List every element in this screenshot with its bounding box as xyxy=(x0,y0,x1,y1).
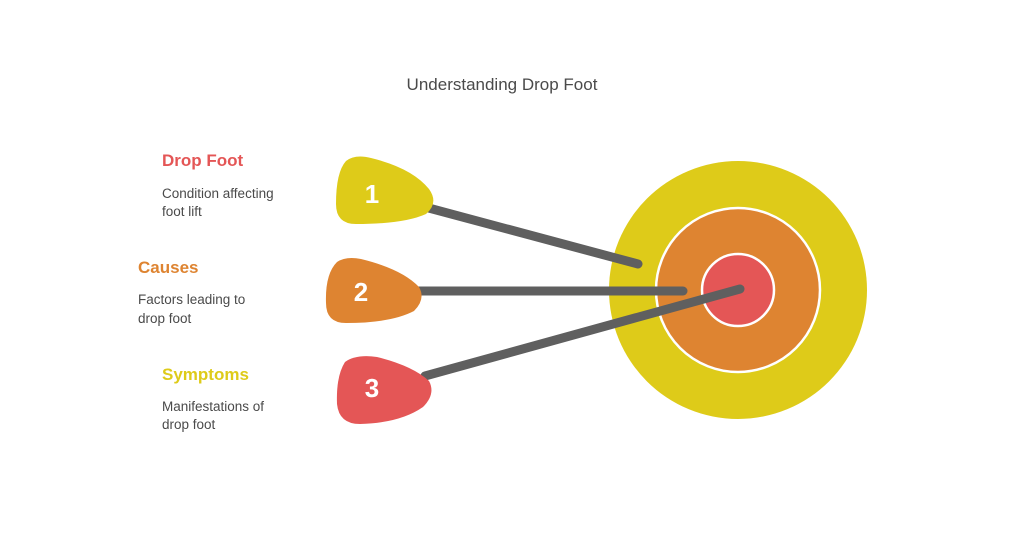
item-causes: Causes Factors leading to drop foot xyxy=(138,258,245,326)
item-1-description-line-1: Condition affecting xyxy=(162,186,274,201)
item-3-heading: Symptoms xyxy=(162,365,249,384)
marker-1-number: 1 xyxy=(365,179,379,209)
item-3-description-line-1: Manifestations of xyxy=(162,399,264,414)
marker-2-shape xyxy=(325,258,422,323)
connector-lines xyxy=(411,202,745,381)
marker-3-shape xyxy=(336,356,432,424)
marker-1-shape xyxy=(336,156,434,224)
diagram-title: Understanding Drop Foot xyxy=(407,75,598,94)
connector-line-1 xyxy=(420,202,643,269)
marker-1: 1 xyxy=(336,156,434,224)
marker-3-number: 3 xyxy=(365,373,379,403)
marker-2: 2 xyxy=(325,258,422,323)
connector-line-3 xyxy=(420,284,745,381)
item-1-description-line-2: foot lift xyxy=(162,204,202,219)
item-2-description-line-2: drop foot xyxy=(138,311,192,326)
item-symptoms: Symptoms Manifestations of drop foot xyxy=(162,365,264,432)
item-1-heading: Drop Foot xyxy=(162,151,244,170)
item-2-heading: Causes xyxy=(138,258,198,277)
item-3-description-line-2: drop foot xyxy=(162,417,216,432)
item-2-description-line-1: Factors leading to xyxy=(138,292,245,307)
marker-2-number: 2 xyxy=(354,277,368,307)
item-drop-foot: Drop Foot Condition affecting foot lift xyxy=(162,151,274,219)
marker-3: 3 xyxy=(336,356,432,424)
